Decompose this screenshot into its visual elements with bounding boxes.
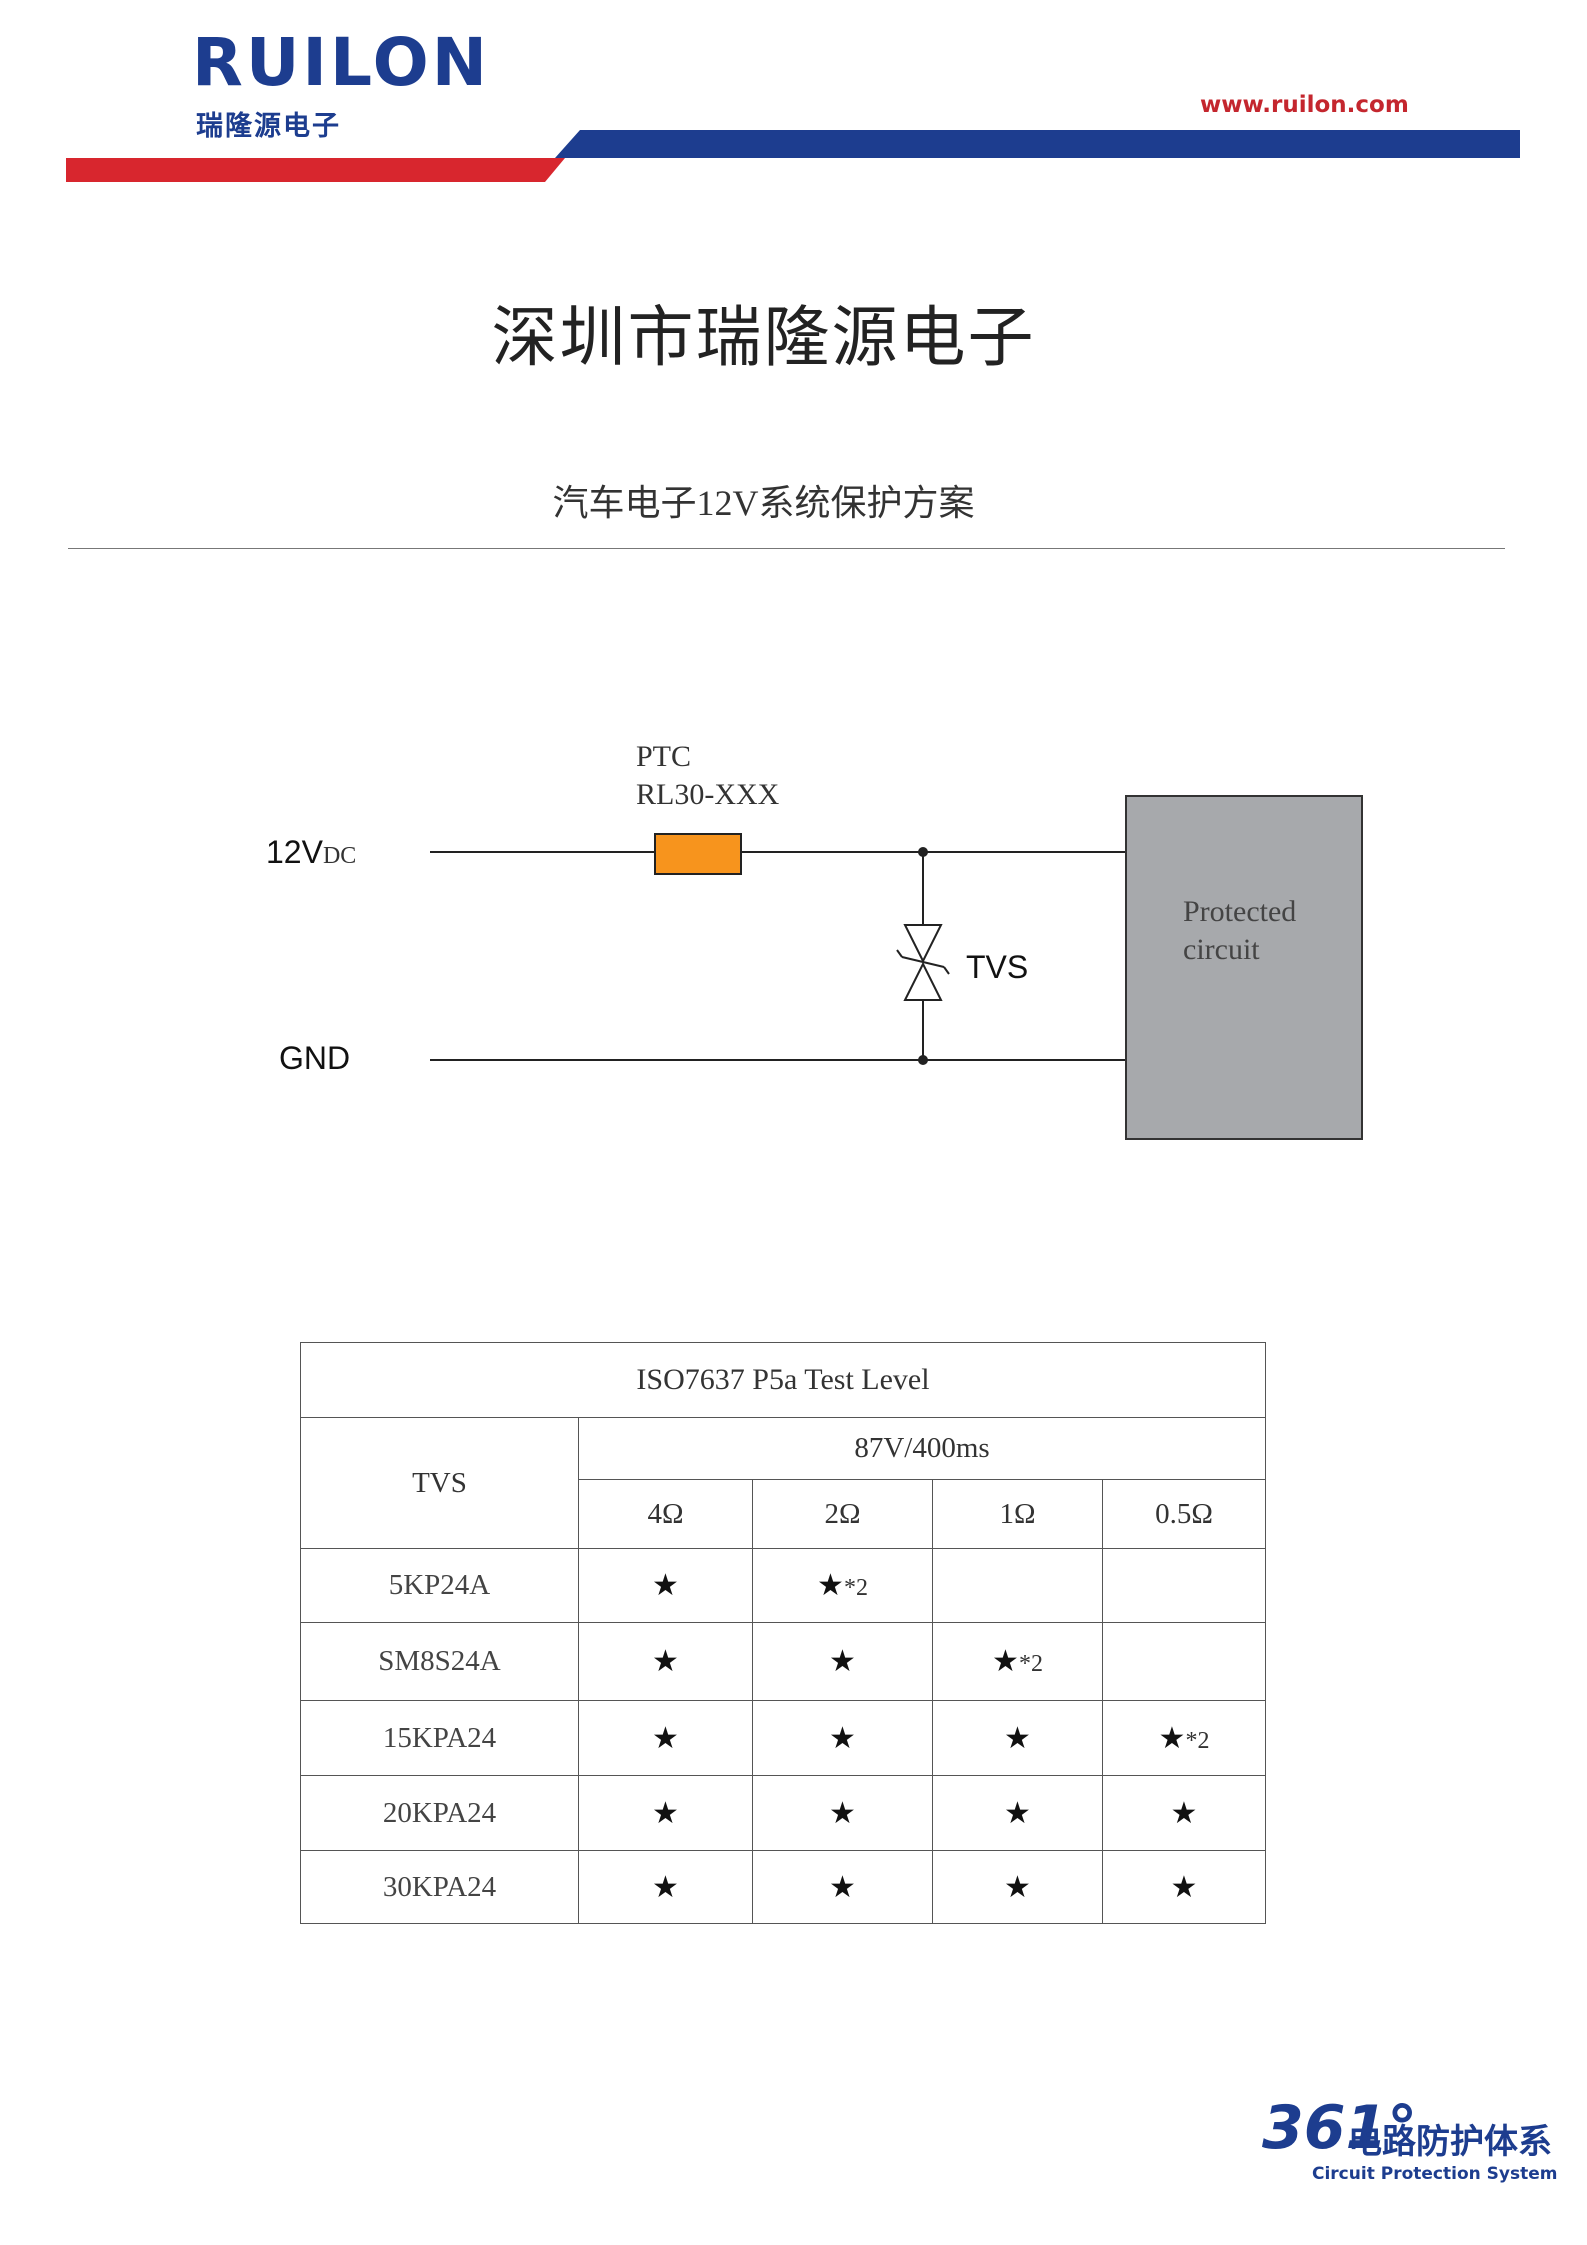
rating-cell: ★ <box>1101 1775 1267 1851</box>
star-rating-icon: ★ <box>652 1568 679 1603</box>
rating-cell: ★ <box>932 1850 1103 1924</box>
rating-cell: ★ <box>752 1700 933 1776</box>
tvs-part-name: 15KPA24 <box>300 1700 579 1776</box>
footnote-mark: *2 <box>1018 1651 1043 1677</box>
star-rating-icon: ★ <box>652 1644 679 1679</box>
ptc-resistor <box>654 833 742 875</box>
protected-circuit-label: Protected circuit <box>1183 895 1297 966</box>
star-rating-icon: ★ <box>829 1720 856 1756</box>
rating-cell: ★ <box>578 1700 753 1776</box>
tvs-diode-symbol <box>896 924 950 1001</box>
circuit-schematic <box>430 795 1363 1140</box>
footer-title-en: Circuit Protection System <box>1312 2164 1558 2184</box>
table-row: 5KP24A★★*2 <box>300 1548 1267 1623</box>
star-rating-icon: ★ <box>652 1869 679 1905</box>
rating-cell: ★ <box>578 1548 753 1623</box>
website-link[interactable]: www.ruilon.com <box>1200 92 1409 118</box>
rating-cell <box>1101 1622 1267 1701</box>
company-logo-cn: 瑞隆源电子 <box>196 111 341 142</box>
rating-cell: ★*2 <box>752 1548 933 1623</box>
rating-cell: ★ <box>578 1775 753 1851</box>
rating-cell: ★ <box>932 1700 1103 1776</box>
header-red-band <box>66 158 565 182</box>
star-rating-icon: ★ <box>652 1720 679 1756</box>
rating-cell: ★ <box>1101 1850 1267 1924</box>
table-title: ISO7637 P5a Test Level <box>299 1342 1267 1418</box>
footer-361-mark: 361° <box>1262 2093 1418 2163</box>
footnote-mark: *2 <box>1185 1727 1210 1754</box>
star-rating-icon: ★ <box>817 1568 844 1603</box>
footnote-mark: *2 <box>843 1575 868 1601</box>
header-blue-band <box>555 130 1520 158</box>
star-rating-icon: ★ <box>829 1644 856 1679</box>
gnd-label: GND <box>279 1040 351 1076</box>
tvs-part-name: 20KPA24 <box>300 1775 579 1851</box>
star-rating-icon: ★ <box>1004 1869 1031 1905</box>
star-rating-icon: ★ <box>1170 1869 1198 1905</box>
rating-cell: ★*2 <box>1101 1700 1267 1776</box>
star-rating-icon: ★ <box>1158 1720 1186 1756</box>
table-condition-row: TVS 87V/400ms <box>300 1417 1267 1549</box>
star-rating-icon: ★ <box>1004 1720 1031 1756</box>
rating-cell <box>1101 1548 1267 1623</box>
table-row: 20KPA24 ★ ★ ★ ★ <box>300 1775 1267 1851</box>
test-level-table: ISO7637 P5a Test Level TVS 87V/400ms 4Ω … <box>299 1342 1267 1924</box>
company-logo: RUILON <box>192 24 491 101</box>
rating-cell: ★ <box>752 1775 933 1851</box>
ptc-part-number: RL30-XXX <box>636 778 780 811</box>
protected-circuit-box <box>1125 795 1363 1140</box>
company-name: 深圳市瑞隆源电子 <box>491 302 1036 375</box>
resistance-header: 1Ω <box>932 1479 1103 1549</box>
tvs-part-name: 30KPA24 <box>300 1850 579 1924</box>
document-title: 汽车电子12V系统保护方案 <box>552 483 975 523</box>
resistance-header: 0.5Ω <box>1101 1479 1267 1549</box>
resistance-header-row: 4Ω 2Ω 1Ω 0.5Ω <box>301 1479 1267 1549</box>
footer-title-cn: 电路防护体系 <box>1348 2122 1552 2162</box>
input-voltage-label: 12VDC <box>266 834 357 870</box>
rating-cell <box>932 1548 1103 1623</box>
star-rating-icon: ★ <box>992 1644 1019 1679</box>
table-title-row: ISO7637 P5a Test Level <box>299 1342 1267 1418</box>
table-row: 30KPA24 ★ ★ ★ ★ <box>300 1850 1267 1924</box>
rating-cell: ★ <box>578 1622 753 1701</box>
tvs-part-name: 5KP24A <box>300 1548 579 1623</box>
rating-cell: ★ <box>752 1622 933 1701</box>
test-condition-header: 87V/400ms <box>577 1417 1267 1480</box>
header-banner <box>66 130 1520 182</box>
rating-cell: ★*2 <box>932 1622 1103 1701</box>
tvs-part-name: SM8S24A <box>300 1622 579 1701</box>
star-rating-icon: ★ <box>829 1869 856 1905</box>
resistance-header: 4Ω <box>578 1479 753 1549</box>
tvs-column-header: TVS <box>300 1417 579 1549</box>
star-rating-icon: ★ <box>829 1795 856 1831</box>
table-row: SM8S24A★★★*2 <box>300 1622 1267 1701</box>
table-row: 15KPA24★★★★*2 <box>300 1700 1267 1776</box>
star-rating-icon: ★ <box>1170 1795 1198 1831</box>
rating-cell: ★ <box>932 1775 1103 1851</box>
tvs-label: TVS <box>966 949 1029 985</box>
star-rating-icon: ★ <box>1004 1795 1031 1831</box>
star-rating-icon: ★ <box>652 1795 679 1831</box>
resistance-header: 2Ω <box>752 1479 933 1549</box>
rating-cell: ★ <box>752 1850 933 1924</box>
ptc-label: PTC <box>636 740 692 773</box>
title-divider <box>68 548 1505 549</box>
rating-cell: ★ <box>578 1850 753 1924</box>
